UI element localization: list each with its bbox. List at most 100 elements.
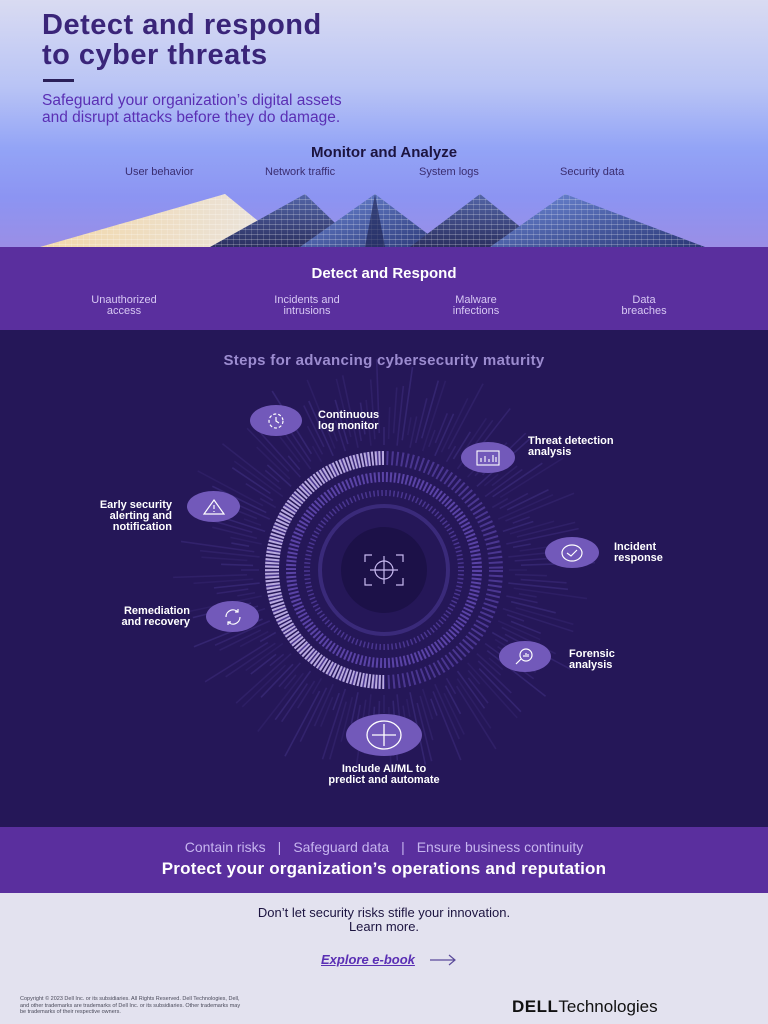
step-label-line: Forensic: [569, 648, 615, 660]
cta-line-1: Don’t let security risks stifle your inn…: [257, 905, 511, 920]
target-icon: [364, 554, 404, 586]
ray: [440, 397, 469, 453]
logo-dell: DELL: [512, 997, 559, 1016]
protect-tag: Safeguard data: [293, 839, 390, 855]
ray: [225, 642, 276, 678]
ray: [491, 497, 509, 509]
ray: [510, 600, 556, 614]
ray: [434, 413, 449, 444]
explore-ebook-text[interactable]: Explore e-book: [321, 952, 415, 967]
step-label-line: log monitor: [318, 420, 379, 432]
ray: [401, 366, 414, 441]
ray: [447, 383, 484, 450]
title-line-2: to cyber threats: [42, 39, 268, 71]
ray: [502, 607, 574, 633]
monitor-item: User behavior: [125, 166, 194, 178]
copyright-line: be trademarks of their respective owners…: [20, 1009, 121, 1015]
ray: [512, 543, 531, 549]
ray: [245, 642, 284, 672]
ray: [506, 614, 525, 622]
detect-item: Incidents and intrusions: [247, 295, 367, 317]
step-label: Continuous log monitor: [318, 410, 379, 432]
plus-icon: [346, 714, 422, 756]
step-label-line: Early security: [99, 499, 172, 511]
ray: [421, 380, 447, 452]
ray: [508, 582, 569, 591]
ray: [491, 465, 518, 487]
monitor-item: Network traffic: [265, 166, 336, 178]
ray: [328, 701, 348, 760]
hero-section: Detect and respond to cyber threats Safe…: [0, 0, 768, 247]
page-title: Detect and respond to cyber threats: [42, 10, 322, 70]
ray: [497, 494, 554, 520]
ray: [409, 416, 418, 448]
ray: [396, 385, 405, 446]
ray: [405, 698, 411, 717]
ray: [221, 563, 254, 567]
ray: [477, 660, 512, 694]
ray: [392, 387, 398, 434]
ray: [499, 492, 529, 510]
ray: [445, 677, 457, 695]
ray: [306, 425, 324, 455]
ray: [199, 549, 260, 558]
detect-respond-heading: Detect and Respond: [311, 265, 457, 282]
ray: [340, 696, 354, 742]
log-monitor-icon: [250, 405, 302, 436]
protect-tag: Ensure business continuity: [416, 839, 584, 855]
arrow-right-icon[interactable]: [429, 954, 457, 966]
step-label-line: response: [614, 552, 663, 564]
subtitle-line-1: Safeguard your organization’s digital as…: [42, 92, 342, 109]
detect-item-line: Unauthorized: [91, 294, 157, 306]
ray: [520, 578, 567, 584]
logo-technologies: Technologies: [558, 997, 658, 1016]
ray: [506, 595, 538, 604]
step-label: Incident response: [614, 542, 663, 564]
ray: [516, 521, 576, 538]
ray: [211, 485, 267, 514]
ray: [407, 417, 412, 436]
step-label: Forensic analysis: [569, 649, 615, 671]
ray: [467, 669, 481, 685]
detect-item-line: infections: [452, 305, 500, 317]
ray: [456, 678, 492, 729]
explore-ebook-link[interactable]: Explore e-book: [321, 952, 457, 967]
ray: [443, 692, 465, 735]
steps-heading: Steps for advancing cybersecurity maturi…: [223, 352, 545, 369]
ray: [212, 526, 258, 540]
hero-subtitle: Safeguard your organization’s digital as…: [42, 92, 562, 126]
ray: [499, 457, 564, 499]
ray: [483, 473, 499, 487]
ray: [513, 587, 588, 600]
monitor-analyze-heading: Monitor and Analyze: [310, 144, 458, 161]
monitor-items: User behavior Network traffic System log…: [0, 166, 768, 182]
step-label-line: predict and automate: [328, 774, 440, 786]
ray: [515, 606, 574, 626]
ray: [246, 427, 290, 473]
ray: [488, 657, 504, 671]
ray: [486, 650, 547, 697]
ray: [502, 520, 534, 533]
inner-ring-2: [318, 504, 450, 636]
ray: [414, 398, 428, 444]
ray: [313, 683, 334, 727]
ray: [245, 482, 274, 502]
ray: [350, 692, 359, 724]
ray: [430, 698, 438, 716]
ray: [266, 464, 292, 487]
ray: [478, 667, 522, 713]
ray: [296, 680, 316, 709]
maturity-steps-section: Steps for advancing cybersecurity maturi…: [0, 330, 768, 827]
step-label-line: analysis: [528, 446, 572, 458]
ray: [260, 663, 294, 698]
check-icon: [545, 537, 599, 568]
ray: [278, 662, 301, 688]
ray: [259, 497, 277, 509]
detect-item-line: Incidents and: [274, 294, 340, 306]
detect-respond-section: Detect and Respond Unauthorized access I…: [0, 247, 768, 330]
ray: [365, 399, 372, 446]
ray: [506, 489, 549, 511]
ray: [492, 462, 543, 498]
ray: [428, 429, 436, 448]
detect-item: Data breaches: [584, 295, 704, 317]
